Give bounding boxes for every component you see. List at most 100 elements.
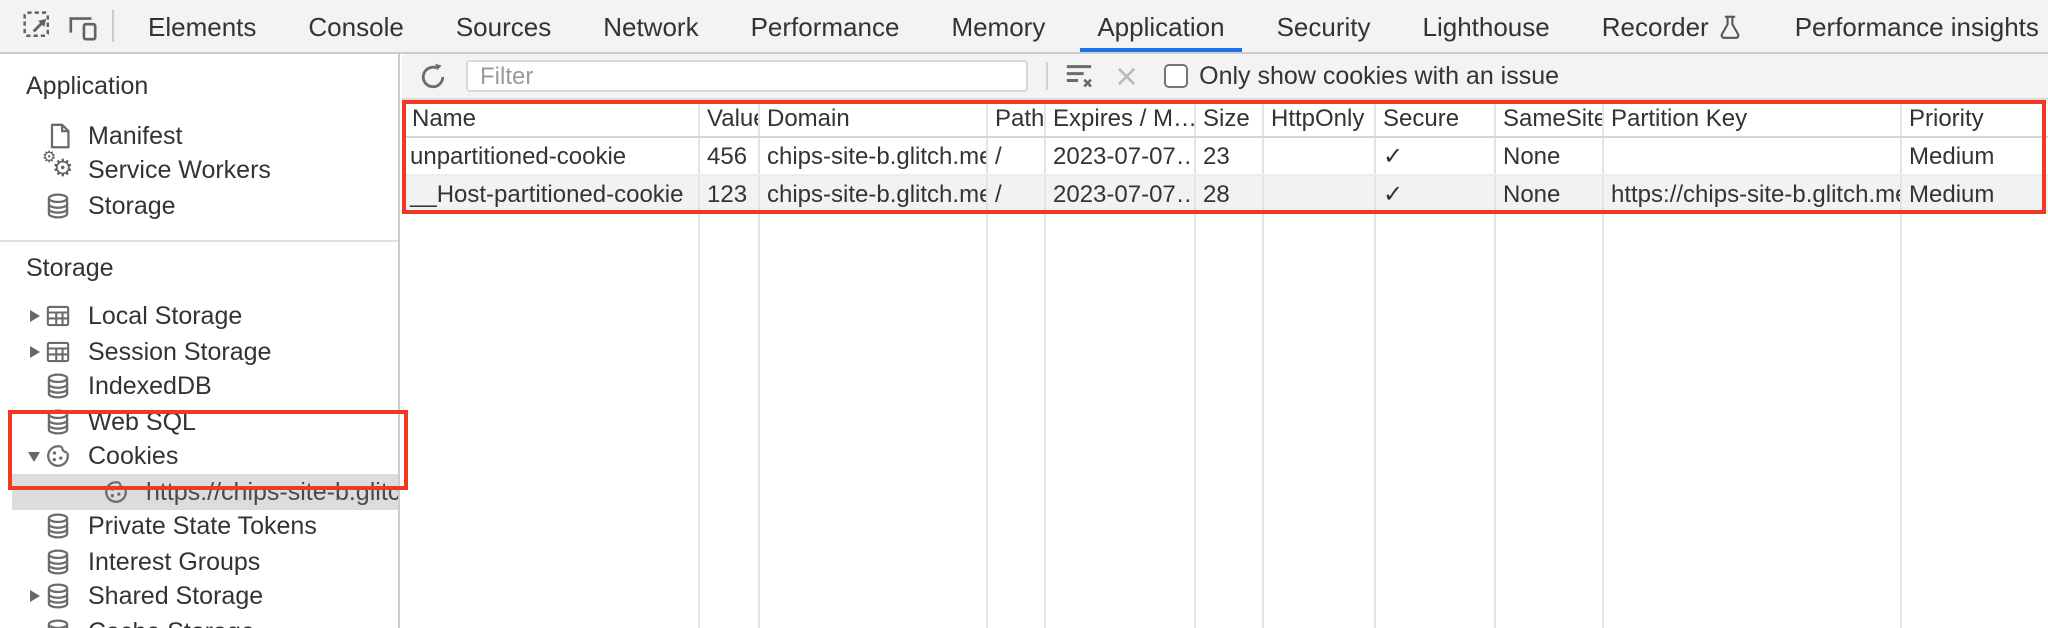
sidebar-item-label: Service Workers — [88, 156, 271, 185]
tabbar-left-controls — [0, 0, 122, 52]
col-header-value[interactable]: Value — [698, 100, 759, 137]
clear-filter-icon[interactable] — [1064, 62, 1094, 90]
cell-value: 456 — [698, 136, 759, 175]
col-header-secure[interactable]: Secure — [1374, 100, 1495, 137]
sidebar-item-label: https://chips-site-b.glitch.me — [146, 477, 400, 506]
tab-memory[interactable]: Memory — [951, 11, 1046, 41]
database-icon — [44, 373, 72, 401]
col-header-path[interactable]: Path — [986, 100, 1045, 137]
sidebar-item-label: Manifest — [88, 121, 183, 150]
sidebar-item-storage[interactable]: Storage — [0, 188, 398, 223]
sidebar-item-manifest[interactable]: Manifest — [0, 118, 398, 153]
cell-path: / — [986, 136, 1045, 175]
cookie-icon — [44, 443, 72, 471]
tab-elements[interactable]: Elements — [148, 11, 257, 41]
sidebar-item-label: Local Storage — [88, 302, 243, 331]
refresh-icon[interactable] — [416, 60, 448, 92]
cell-priority: Medium — [1900, 174, 2048, 213]
tab-performance-insights-label: Performance insights — [1794, 11, 2039, 41]
cell-expires: 2023-07-07… — [1044, 136, 1195, 175]
tab-sources[interactable]: Sources — [455, 11, 552, 41]
database-icon — [44, 513, 72, 541]
sidebar-item-label: Interest Groups — [88, 547, 261, 576]
cell-domain: chips-site-b.glitch.me — [758, 136, 987, 175]
database-icon — [44, 192, 72, 220]
database-icon — [44, 408, 72, 436]
tab-lighthouse[interactable]: Lighthouse — [1422, 11, 1550, 41]
gear-small-icon: ⚙ — [42, 148, 57, 167]
sidebar-item-shared-storage[interactable]: Shared Storage — [0, 579, 398, 614]
devtools-tabbar: Elements Console Sources Network Perform… — [0, 0, 2048, 54]
cookie-table-header: Name Value Domain Path Expires / M… Size… — [402, 100, 2048, 137]
col-header-domain[interactable]: Domain — [758, 100, 987, 137]
inspect-element-icon[interactable] — [16, 4, 60, 48]
sidebar-item-cookies-origin[interactable]: https://chips-site-b.glitch.me — [12, 474, 398, 509]
sidebar-item-indexeddb[interactable]: IndexedDB — [0, 369, 398, 404]
col-header-priority[interactable]: Priority — [1900, 100, 2048, 137]
database-icon — [44, 618, 72, 628]
tab-security[interactable]: Security — [1276, 11, 1371, 41]
database-icon — [44, 583, 72, 611]
sidebar-item-cookies[interactable]: Cookies — [0, 439, 398, 474]
cell-size: 28 — [1194, 174, 1263, 213]
sidebar-item-label: Storage — [88, 191, 176, 220]
col-header-size[interactable]: Size — [1194, 100, 1263, 137]
sidebar-item-session-storage[interactable]: Session Storage — [0, 334, 398, 369]
cookie-table: Name Value Domain Path Expires / M… Size… — [402, 100, 2048, 628]
sidebar-item-web-sql[interactable]: Web SQL — [0, 404, 398, 439]
cookie-table-empty-area — [402, 212, 2048, 628]
sidebar-item-cache-storage[interactable]: Cache Storage — [0, 614, 398, 628]
cookie-row-host-partitioned[interactable]: __Host-partitioned-cookie 123 chips-site… — [402, 174, 2048, 213]
table-grid-icon — [44, 338, 72, 366]
delete-cookie-icon[interactable]: × — [1114, 57, 1140, 93]
gear-large-icon: ⚙ — [52, 154, 74, 183]
sidebar-item-service-workers[interactable]: ⚙ ⚙ Service Workers — [0, 150, 398, 188]
sidebar-item-label: Cookies — [88, 442, 179, 471]
col-header-samesite[interactable]: SameSite — [1494, 100, 1603, 137]
cell-name: unpartitioned-cookie — [402, 136, 699, 175]
col-header-name[interactable]: Name — [402, 100, 699, 137]
tab-network[interactable]: Network — [603, 11, 699, 41]
cookie-row-unpartitioned[interactable]: unpartitioned-cookie 456 chips-site-b.gl… — [402, 136, 2048, 175]
cell-path: / — [986, 174, 1045, 213]
cell-partition-key: https://chips-site-b.glitch.me — [1602, 174, 1901, 213]
table-grid-icon — [44, 303, 72, 331]
cell-partition-key — [1602, 136, 1901, 175]
database-icon — [44, 548, 72, 576]
triangle-expanded-icon[interactable] — [26, 451, 42, 462]
cookie-icon — [102, 478, 130, 506]
experiment-flask-icon — [1719, 13, 1743, 39]
sidebar-item-label: Cache Storage — [88, 618, 255, 628]
cell-name: __Host-partitioned-cookie — [402, 174, 699, 213]
device-toolbar-icon[interactable] — [60, 4, 104, 48]
col-header-expires[interactable]: Expires / M… — [1044, 100, 1195, 137]
filter-input[interactable] — [466, 60, 1028, 92]
sidebar-item-label: Shared Storage — [88, 582, 264, 611]
tab-recorder[interactable]: Recorder — [1576, 0, 1769, 52]
tab-console[interactable]: Console — [308, 11, 404, 41]
service-workers-gears-icon: ⚙ ⚙ — [42, 150, 74, 185]
cell-httponly — [1262, 136, 1375, 175]
only-issue-checkbox[interactable] — [1163, 64, 1188, 88]
cell-secure-checkmark: ✓ — [1374, 136, 1495, 175]
triangle-collapsed-icon[interactable] — [26, 310, 42, 323]
sidebar-item-interest-groups[interactable]: Interest Groups — [0, 544, 398, 579]
sidebar-item-label: IndexedDB — [88, 372, 212, 401]
application-sidebar: Application Manifest ⚙ ⚙ Service Wor — [0, 54, 400, 628]
cell-httponly — [1262, 174, 1375, 213]
triangle-collapsed-icon[interactable] — [26, 590, 42, 603]
sidebar-item-private-state-tokens[interactable]: Private State Tokens — [0, 509, 398, 544]
panel-tabs: Elements Console Sources Network Perform… — [122, 0, 2048, 52]
only-issue-checkbox-label[interactable]: Only show cookies with an issue — [1199, 62, 1560, 90]
triangle-collapsed-icon[interactable] — [26, 345, 42, 358]
sidebar-item-local-storage[interactable]: Local Storage — [0, 299, 398, 334]
sidebar-item-label: Session Storage — [88, 337, 272, 366]
sidebar-section-divider — [0, 239, 398, 241]
tab-performance[interactable]: Performance — [750, 11, 900, 41]
tab-application[interactable]: Application — [1071, 0, 1250, 52]
toolbar-divider — [1046, 62, 1048, 90]
col-header-partition-key[interactable]: Partition Key — [1602, 100, 1901, 137]
col-header-httponly[interactable]: HttpOnly — [1262, 100, 1375, 137]
tab-performance-insights[interactable]: Performance insights — [1769, 0, 2048, 52]
